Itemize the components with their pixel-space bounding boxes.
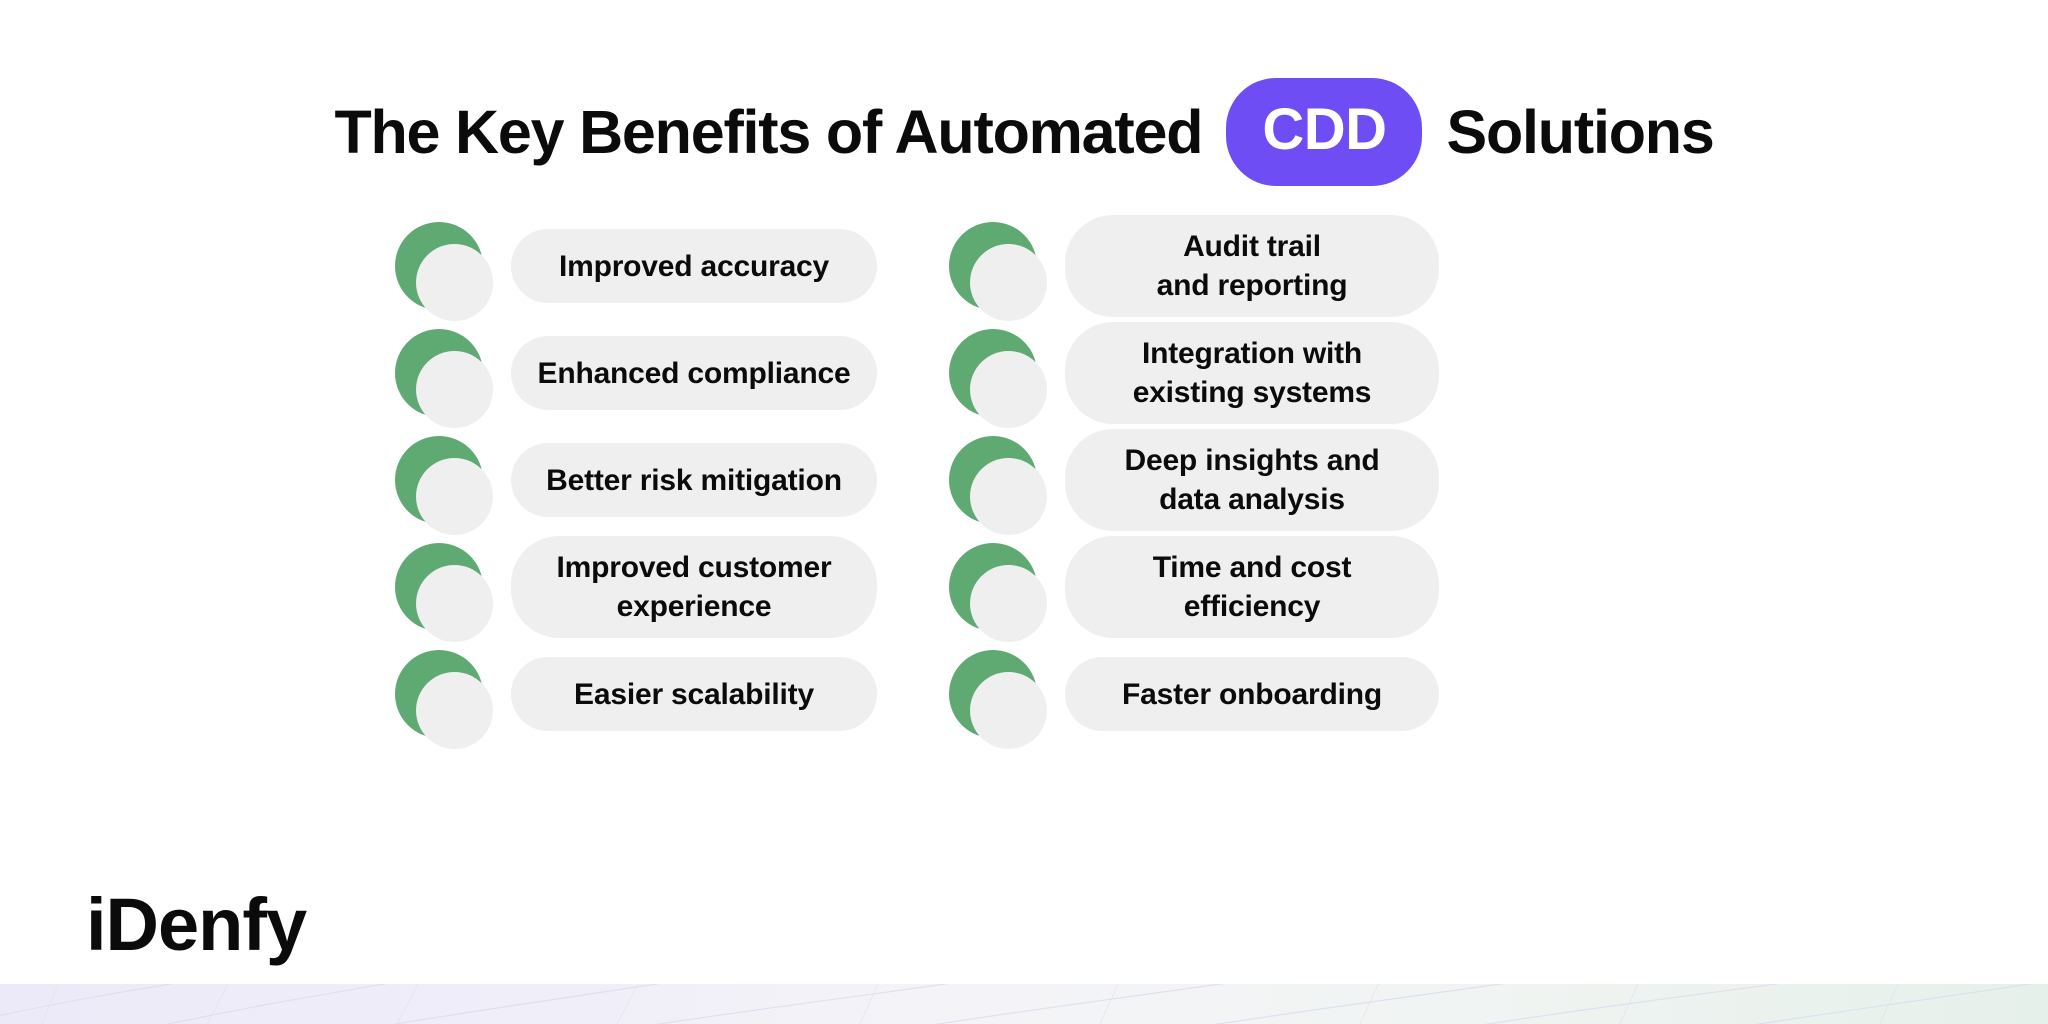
circle-bullet-icon <box>949 543 1047 642</box>
page-title: The Key Benefits of Automated CDD Soluti… <box>0 78 2048 186</box>
benefit-pill: Integration with existing systems <box>1065 322 1439 424</box>
benefit-pill: Improved accuracy <box>511 229 877 303</box>
circle-bullet-icon <box>949 436 1047 535</box>
benefit-item: Integration with existing systems <box>949 322 1439 428</box>
circle-bullet-icon <box>949 222 1047 321</box>
benefit-label: Improved customer experience <box>556 551 832 623</box>
page-title-part-two: Solutions <box>1446 97 1714 166</box>
benefit-label: Improved accuracy <box>558 249 830 283</box>
benefit-item: Improved customer experience <box>395 536 877 642</box>
benefit-label: Better risk mitigation <box>546 463 842 497</box>
circle-bullet-icon <box>395 543 493 642</box>
benefit-item: Time and cost efficiency <box>949 536 1439 642</box>
benefit-label: Integration with existing systems <box>1132 337 1372 409</box>
benefit-pill: Improved customer experience <box>511 536 877 638</box>
benefit-pill: Audit trail and reporting <box>1065 215 1439 317</box>
benefit-item: Deep insights and data analysis <box>949 429 1439 535</box>
benefit-item: Easier scalability <box>395 650 877 749</box>
circle-bullet-icon <box>949 650 1047 749</box>
page-title-part-one: The Key Benefits of Automated <box>334 97 1203 166</box>
benefit-label: Time and cost efficiency <box>1152 551 1352 623</box>
cdd-badge: CDD <box>1226 78 1423 186</box>
benefits-left-column: Improved accuracy Enhanced compliance Be… <box>395 222 877 749</box>
benefit-label: Easier scalability <box>574 677 814 711</box>
benefit-label: Enhanced compliance <box>537 356 851 390</box>
benefit-item: Audit trail and reporting <box>949 215 1439 321</box>
benefit-label: Deep insights and data analysis <box>1124 444 1380 516</box>
benefits-right-column: Audit trail and reporting Integration wi… <box>949 215 1439 749</box>
idenfy-logo: iDenfy <box>86 883 307 966</box>
benefit-item: Enhanced compliance <box>395 329 877 428</box>
benefit-pill: Deep insights and data analysis <box>1065 429 1439 531</box>
circle-bullet-icon <box>395 650 493 749</box>
benefits-grid: Improved accuracy Enhanced compliance Be… <box>0 215 2048 749</box>
strip-lines-decoration <box>0 984 2034 1024</box>
benefit-pill: Easier scalability <box>511 657 877 731</box>
benefit-pill: Time and cost efficiency <box>1065 536 1439 638</box>
bottom-decorative-strip <box>0 984 2048 1024</box>
benefit-label: Faster onboarding <box>1122 677 1382 711</box>
benefit-item: Improved accuracy <box>395 222 877 321</box>
benefit-item: Faster onboarding <box>949 650 1439 749</box>
circle-bullet-icon <box>395 329 493 428</box>
benefit-pill: Faster onboarding <box>1065 657 1439 731</box>
circle-bullet-icon <box>949 329 1047 428</box>
benefit-pill: Better risk mitigation <box>511 443 877 517</box>
benefit-pill: Enhanced compliance <box>511 336 877 410</box>
benefit-item: Better risk mitigation <box>395 436 877 535</box>
circle-bullet-icon <box>395 222 493 321</box>
circle-bullet-icon <box>395 436 493 535</box>
benefit-label: Audit trail and reporting <box>1156 230 1348 302</box>
